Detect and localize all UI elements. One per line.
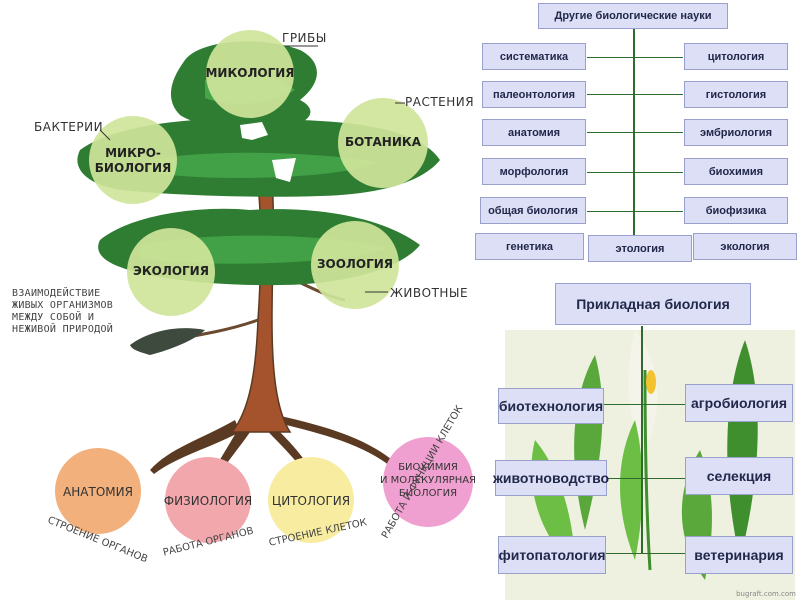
science-right-2: эмбриология [684,119,788,146]
node-mycology: МИКОЛОГИЯ [205,66,295,80]
root-biochem-circle [383,437,473,527]
node-mycology-circle [206,30,294,118]
applied-trunk-line [641,326,643,554]
applied-left-2: фитопатология [498,536,606,574]
science-left-2: анатомия [482,119,586,146]
branch-dark-left [130,328,205,355]
ecology-description-line: МЕЖДУ СОБОЙ И [12,312,95,323]
node-microbiology-line1: МИКРО- [105,146,161,160]
applied-left-0: биотехнология [498,388,604,424]
label-plants: РАСТЕНИЯ [405,95,475,109]
root-cytology-circle [268,457,354,543]
science-center-bottom: этология [588,235,692,262]
root-physiology-circle [165,457,251,543]
root-anatomy-circle [55,448,141,534]
node-microbiology-line2: БИОЛОГИЯ [94,161,172,175]
connector-line [587,211,683,212]
applied-title: Прикладная биология [555,283,751,325]
applied-right-2: ветеринария [685,536,793,574]
other-sciences-trunk-line [633,28,635,235]
node-microbiology: МИКРО- БИОЛОГИЯ [83,146,183,176]
science-left-4: общая биология [480,197,586,224]
applied-left-1: животноводство [493,460,609,496]
other-sciences-title: Другие биологические науки [538,3,728,29]
science-right-3: биохимия [684,158,788,185]
root-biochem-line1: БИОХИМИЯ [398,462,458,473]
applied-right-1: селекция [685,457,793,495]
root-biochem: БИОХИМИЯ И МОЛЕКУЛЯРНАЯ БИОЛОГИЯ [378,461,478,500]
root-cytology: ЦИТОЛОГИЯ [271,494,351,508]
tree-trunk [230,164,292,433]
node-ecology-circle [127,228,215,316]
node-zoology: ЗООЛОГИЯ [316,257,394,271]
connector-line [587,57,683,58]
applied-right-0: агробиология [685,384,793,422]
label-bacteria: БАКТЕРИИ [34,120,104,134]
root-biochem-line3: БИОЛОГИЯ [398,488,458,499]
node-zoology-circle [311,221,399,309]
science-right-0: цитология [684,43,788,70]
root-anatomy: АНАТОМИЯ [63,485,133,499]
ecology-description-line: ЖИВЫХ ОРГАНИЗМОВ [12,300,114,311]
science-right-5: экология [693,233,797,260]
root-physiology: ФИЗИОЛОГИЯ [163,494,253,508]
applied-connector-line [605,553,685,554]
node-botany: БОТАНИКА [344,135,421,149]
applied-connector-line [603,404,685,405]
ecology-description-line: ВЗАИМОДЕЙСТВИЕ [12,288,101,299]
root-biochem-line2: И МОЛЕКУЛЯРНАЯ [380,475,476,486]
label-animals: ЖИВОТНЫЕ [390,286,469,300]
science-left-5: генетика [475,233,584,260]
label-fungi: ГРИБЫ [282,31,327,45]
node-ecology: ЭКОЛОГИЯ [133,264,209,278]
science-left-1: палеонтология [482,81,586,108]
science-right-1: гистология [684,81,788,108]
connector-line [587,132,683,133]
biology-tree [55,30,473,543]
ecology-description-line: НЕЖИВОЙ ПРИРОДОЙ [12,324,114,335]
node-microbiology-circle [89,116,177,204]
node-botany-circle [338,98,428,188]
science-left-0: систематика [482,43,586,70]
connector-line [587,172,683,173]
science-left-3: морфология [482,158,586,185]
ecology-description: ВЗАИМОДЕЙСТВИЕ ЖИВЫХ ОРГАНИЗМОВ МЕЖДУ СО… [12,288,113,336]
science-right-4: биофизика [684,197,788,224]
connector-line [587,94,683,95]
applied-connector-line [607,478,685,479]
footer-watermark: bugraft.com.com [736,590,796,598]
